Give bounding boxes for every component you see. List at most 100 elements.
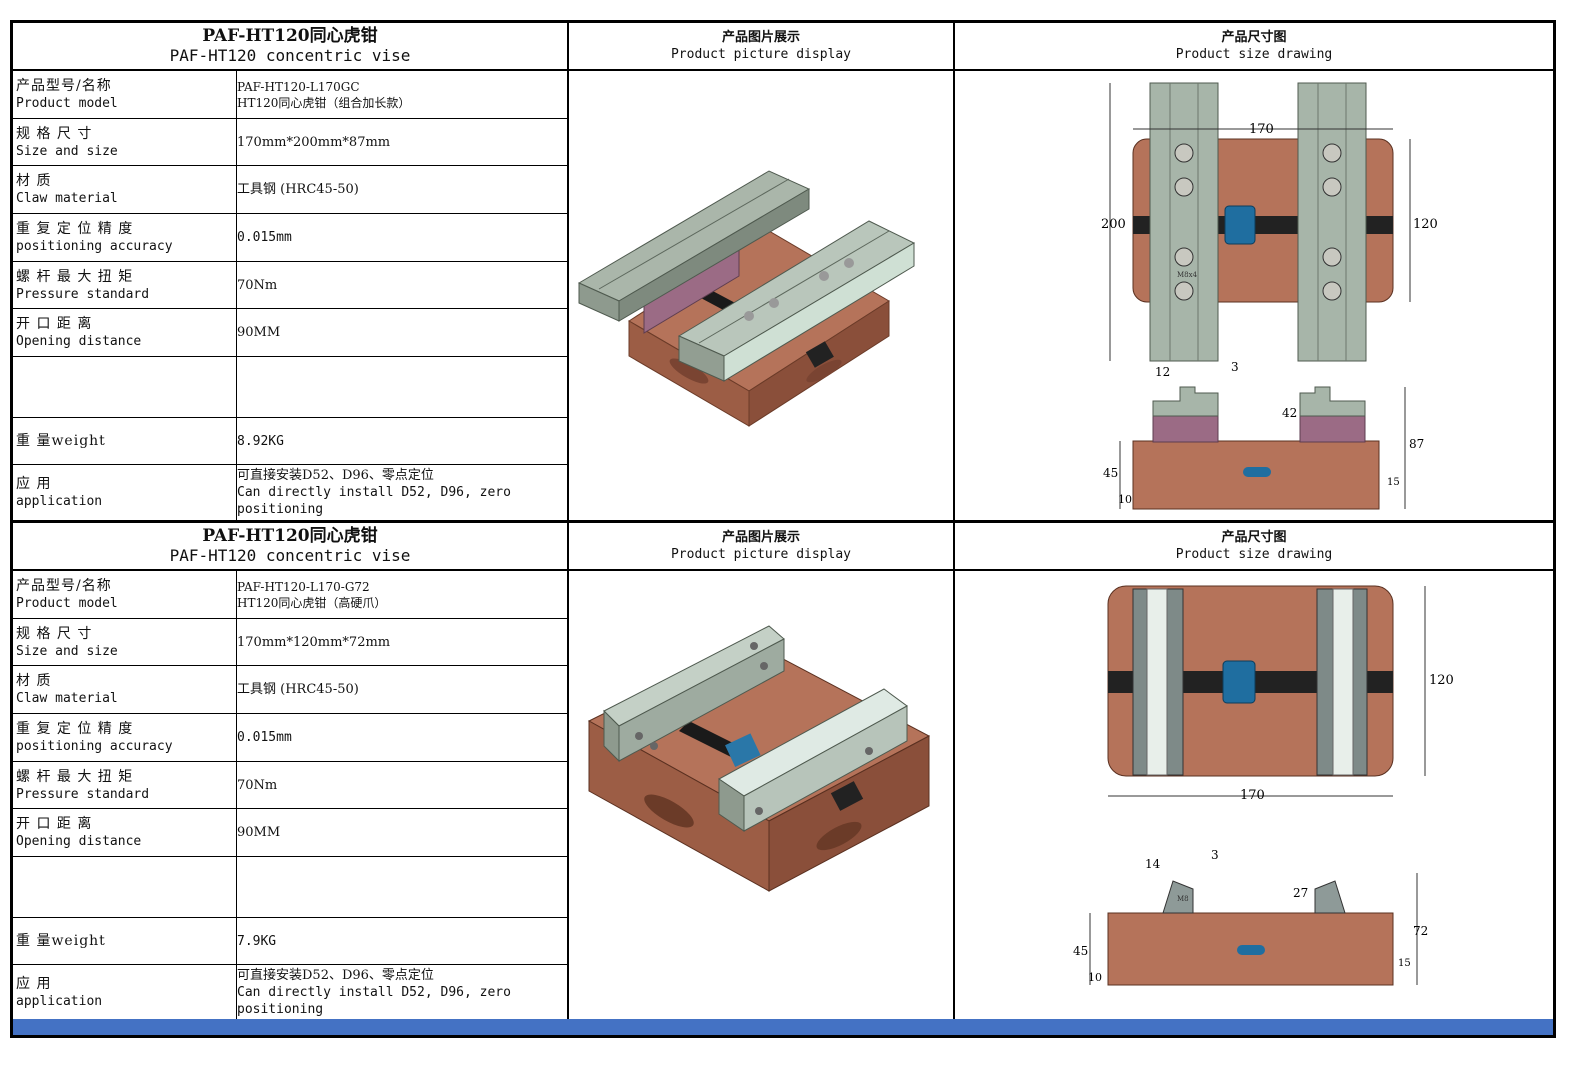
title-en: PAF-HT120 concentric vise [169,546,411,565]
product-block-2: PAF-HT120同心虎钳 PAF-HT120 concentric vise … [13,523,1553,1019]
product-picture [569,71,953,520]
drawing-header-cn: 产品尺寸图 [1221,30,1287,45]
value-2: HT120同心虎钳（组合加长款） [237,95,411,110]
value-2: Can directly install D52, D96, zero posi… [237,485,511,517]
label-cn: 应 用 [16,975,52,992]
drawing-header-cn: 产品尺寸图 [1221,530,1287,545]
title-en: PAF-HT120 concentric vise [169,46,411,65]
value: 工具钢 (HRC45-50) [237,182,359,197]
value: 7.9KG [237,933,277,949]
dim-10: 10 [1088,971,1102,984]
value: 可直接安装D52、D96、零点定位 [237,967,434,983]
size-drawing: M8x4 170 200 120 12 3 [955,71,1553,520]
picture-header: 产品图片展示 Product picture display [569,23,953,71]
spec-row-weight: 重 量weight 7.9KG [13,918,567,965]
label-en: positioning accuracy [16,239,173,254]
label-cn: 规 格 尺 寸 [16,125,93,142]
picture-header: 产品图片展示 Product picture display [569,523,953,571]
label-en: application [16,993,103,1009]
label-cn: 重 复 定 位 精 度 [16,221,134,237]
label-en: Opening distance [16,334,142,349]
spec-row-empty [13,857,567,918]
drawing-header-en: Product size drawing [1175,47,1333,62]
thread-label: M8x4 [1177,271,1198,279]
product-picture [569,571,953,1019]
dim-14: 14 [1145,857,1161,871]
label-en: positioning accuracy [16,739,173,754]
label-cn: 开 口 距 离 [16,816,93,832]
value: 0.015mm [237,230,292,245]
dim-10: 10 [1118,493,1132,506]
dim-72: 72 [1413,924,1428,938]
drawing-header: 产品尺寸图 Product size drawing [955,523,1553,571]
dim-27: 27 [1293,886,1308,900]
vise-render-1 [577,170,916,427]
label-en: Claw material [16,191,118,206]
dim-45: 45 [1103,466,1118,480]
product-title: PAF-HT120同心虎钳 PAF-HT120 concentric vise [13,523,567,571]
dim-87: 87 [1409,437,1424,451]
footer-band [13,1019,1553,1035]
dim-height: 200 [1101,217,1126,232]
label-cn: 重 复 定 位 精 度 [16,721,134,737]
label-cn: 开 口 距 离 [16,316,93,332]
dim-3: 3 [1211,848,1219,862]
spec-column: PAF-HT120同心虎钳 PAF-HT120 concentric vise … [13,23,569,520]
picture-header-cn: 产品图片展示 [721,530,800,545]
picture-header-en: Product picture display [670,47,851,62]
dim-height2: 120 [1413,217,1438,232]
vise-render-2 [587,625,931,892]
label-en: Product model [16,596,118,611]
dim-width: 170 [1249,122,1274,137]
label-en: Size and size [16,143,118,159]
dim-3: 3 [1231,360,1239,374]
value: 170mm*120mm*72mm [237,634,391,650]
picture-header-en: Product picture display [670,547,851,562]
label-en: Pressure standard [16,786,150,802]
product-block-1: PAF-HT120同心虎钳 PAF-HT120 concentric vise … [13,23,1553,523]
label-en: Pressure standard [16,286,150,302]
label-cn: 产品型号/名称 [16,578,112,594]
label-en: application [16,494,103,509]
drawing-column: 产品尺寸图 Product size drawing 170 120 [955,523,1553,1019]
label-cn: 材 质 [16,673,52,689]
dim-15: 15 [1398,958,1411,969]
value: 工具钢 (HRC45-50) [237,682,359,697]
label-cn: 螺 杆 最 大 扭 矩 [16,268,134,285]
value: PAF-HT120-L170-G72 [237,579,370,594]
value: 70Nm [237,777,278,793]
value: 可直接安装D52、D96、零点定位 [237,468,434,483]
vise-drawing-2: 170 120 M8 14 3 27 72 45 10 [1073,585,1454,986]
picture-header-cn: 产品图片展示 [721,30,800,45]
value-2: Can directly install D52, D96, zero posi… [237,984,511,1017]
dim-height: 120 [1429,673,1454,688]
size-drawing: 170 120 M8 14 3 27 72 45 10 [955,571,1553,1019]
thread-label: M8 [1177,895,1189,903]
title-cn: PAF-HT120同心虎钳 [202,526,378,546]
picture-column: 产品图片展示 Product picture display [569,523,955,1019]
label-en: Product model [16,96,118,111]
dim-width: 170 [1240,788,1265,803]
label-cn: 重 量weight [16,933,106,949]
dim-42: 42 [1282,406,1297,420]
dim-45: 45 [1073,944,1088,958]
value: 0.015mm [237,730,292,745]
dim-12: 12 [1155,365,1170,379]
spec-row-accuracy: 重 复 定 位 精 度 positioning accuracy 0.015mm [13,214,567,262]
spec-sheet: PAF-HT120同心虎钳 PAF-HT120 concentric vise … [10,20,1556,1038]
title-cn: PAF-HT120同心虎钳 [202,26,378,46]
value: 170mm*200mm*87mm [237,134,391,150]
